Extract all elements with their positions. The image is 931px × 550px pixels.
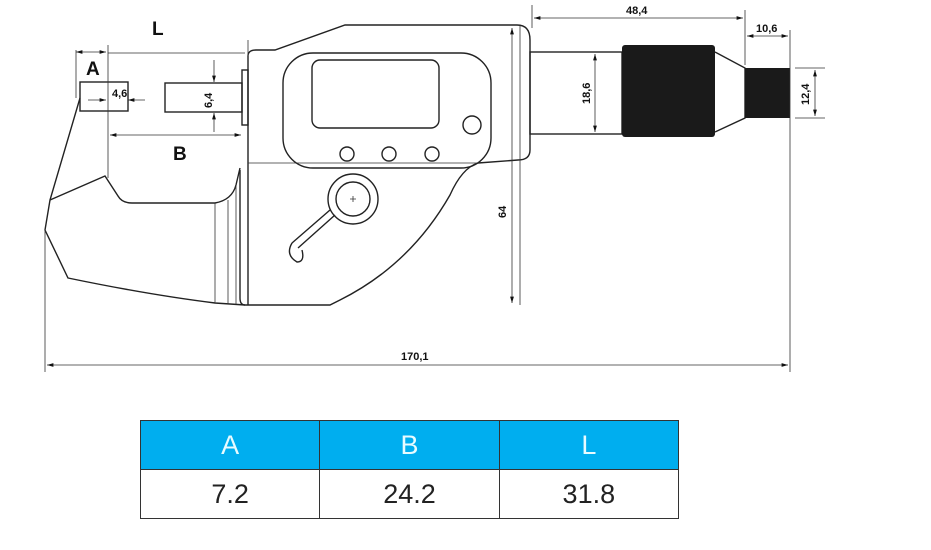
thimble	[622, 45, 715, 137]
dim-ratchet-length: 10,6	[756, 23, 777, 35]
value-B: 24.2	[319, 469, 500, 519]
value-L: 31.8	[498, 469, 680, 519]
table-header-row: A B L	[139, 420, 680, 470]
display-housing	[282, 52, 492, 169]
dimension-lines	[44, 5, 825, 372]
dim-ratchet-dia: 12,4	[800, 83, 812, 105]
dimension-table: A B L 7.2 24.2 31.8	[139, 420, 680, 519]
button-icon	[424, 146, 440, 162]
table-row: 7.2 24.2 31.8	[139, 469, 680, 519]
power-button-icon	[462, 115, 482, 135]
header-L: L	[498, 420, 680, 470]
button-icon	[339, 146, 355, 162]
label-L: L	[152, 19, 164, 40]
dim-height: 64	[497, 205, 509, 218]
lock-lever-icon	[327, 173, 379, 225]
dim-spindle-dia: 6,4	[203, 92, 215, 108]
dim-total-length: 170,1	[401, 351, 429, 363]
ratchet	[745, 68, 790, 118]
button-icon	[381, 146, 397, 162]
label-B: B	[173, 144, 187, 165]
dim-sleeve-dia: 18,6	[581, 83, 593, 104]
lcd-screen	[311, 59, 440, 129]
header-A: A	[139, 420, 321, 470]
dim-sleeve-length: 48,4	[626, 5, 648, 17]
micrometer-technical-drawing: L A B 4,6 6,4 48,4 10,6 18,6 12,4 64 170…	[44, 5, 825, 372]
label-A: A	[86, 59, 100, 80]
header-B: B	[319, 420, 500, 470]
micrometer-frame	[44, 24, 790, 306]
value-A: 7.2	[139, 469, 321, 519]
dim-anvil-dia: 4,6	[112, 88, 127, 100]
